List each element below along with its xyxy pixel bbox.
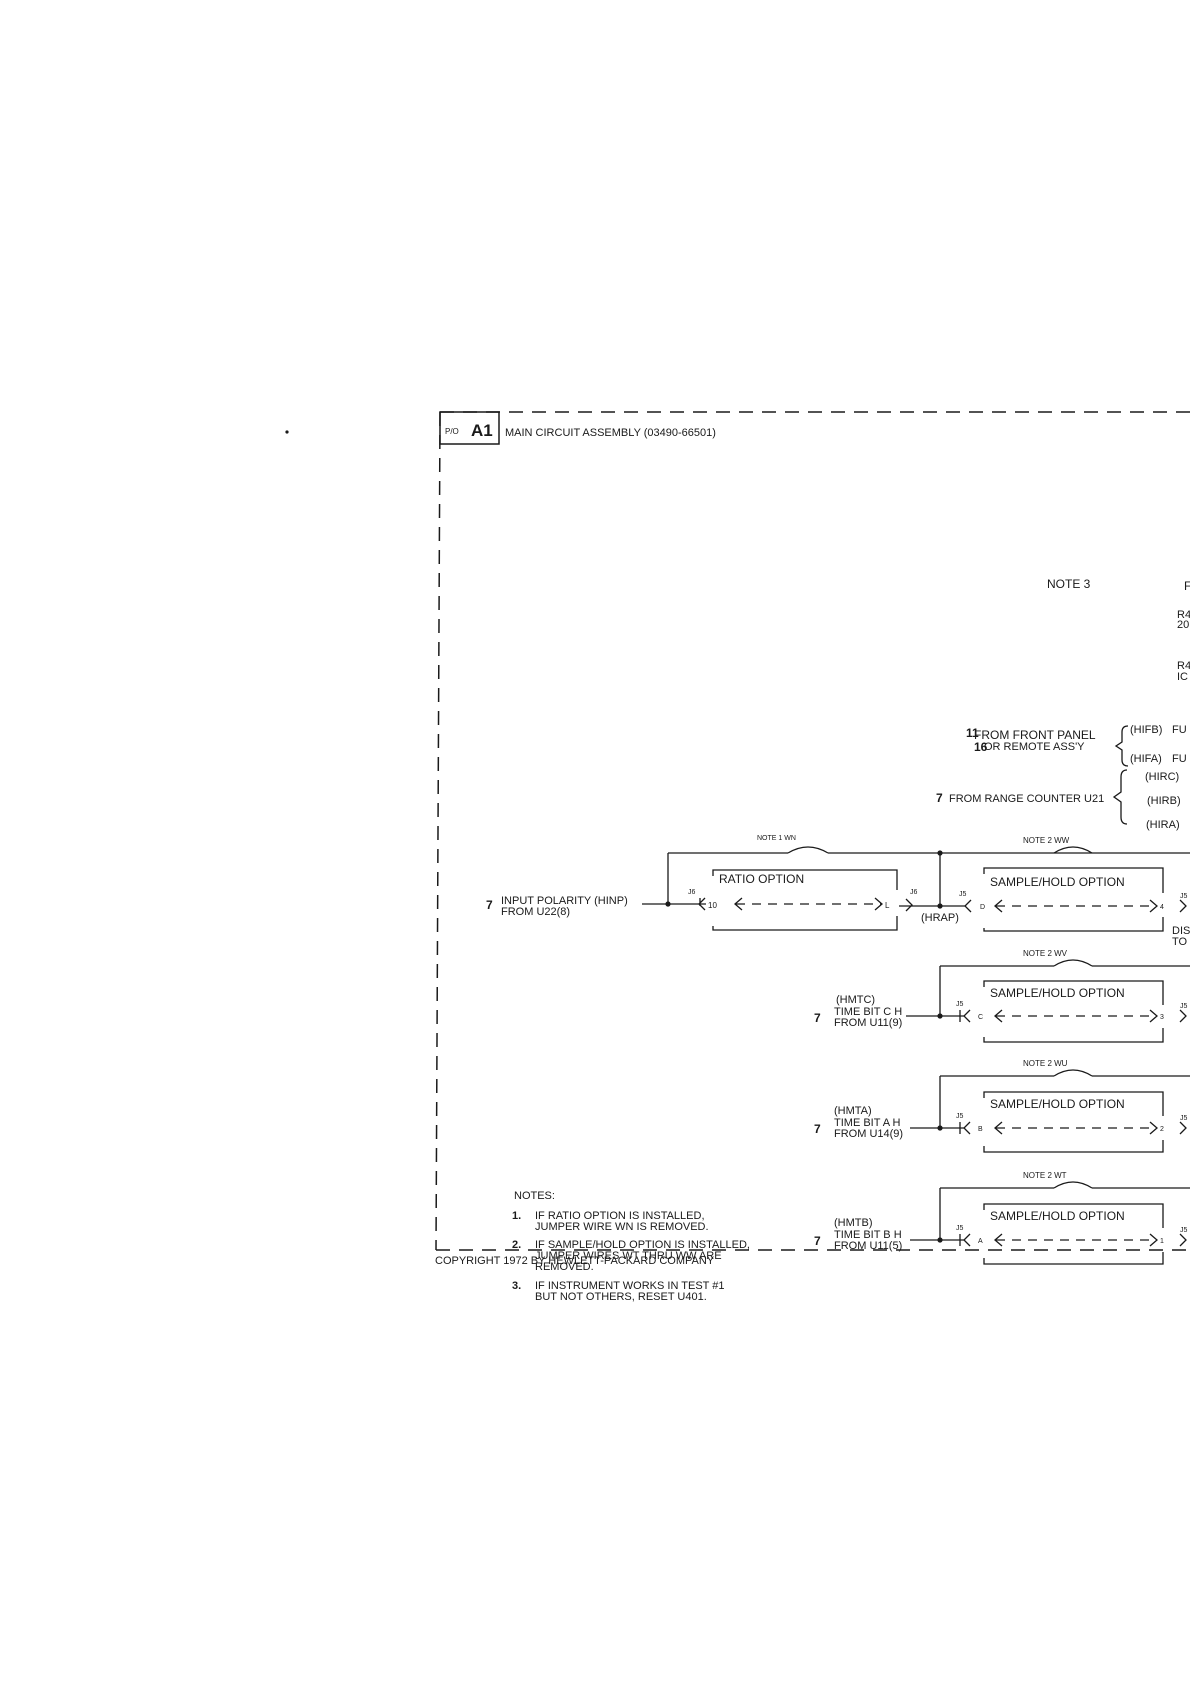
front-panel-line1: FROM FRONT PANEL	[974, 728, 1096, 742]
time-bit-b-sig: (HMTB)	[834, 1217, 873, 1229]
range-counter-sig3: (HIRA)	[1146, 819, 1180, 831]
jumper-wu-label: NOTE 2 WU	[1023, 1059, 1068, 1068]
input-polarity-sheet: 7	[486, 898, 493, 912]
junction-dot	[937, 1013, 943, 1019]
time-bit-c-row	[906, 959, 1190, 1043]
input-polarity-line1: INPUT POLARITY (HINP)	[501, 895, 628, 907]
front-panel-sheet-b: 16	[974, 740, 988, 754]
time-bit-c-sheet: 7	[814, 1011, 821, 1025]
clipped-j5-row4: J5	[1180, 1227, 1188, 1234]
note2-line3: REMOVED.	[535, 1261, 594, 1273]
range-counter-label: FROM RANGE COUNTER U21	[949, 793, 1104, 805]
time-bit-a-sheet: 7	[814, 1122, 821, 1136]
time-bit-b-line1: TIME BIT B H	[834, 1229, 902, 1241]
part-prefix: P/O	[445, 427, 459, 436]
junction-dot	[937, 1125, 943, 1131]
sh-conn-row1: J5	[959, 891, 967, 898]
junction-dot	[937, 903, 943, 909]
ratio-pin-out: L	[885, 901, 890, 910]
note2-line1: IF SAMPLE/HOLD OPTION IS INSTALLED,	[535, 1239, 750, 1251]
notes-block: NOTES: 1. IF RATIO OPTION IS INSTALLED, …	[512, 1190, 750, 1303]
note3-number: 3.	[512, 1280, 521, 1292]
sh-pin-in-row1: D	[980, 904, 985, 911]
ratio-option-label: RATIO OPTION	[719, 872, 804, 886]
input-polarity-line2: FROM U22(8)	[501, 906, 570, 918]
note3-line1: IF INSTRUMENT WORKS IN TEST #1	[535, 1280, 724, 1292]
jumper-wv-label: NOTE 2 WV	[1023, 949, 1068, 958]
range-counter-inputs: 7 FROM RANGE COUNTER U21 (HIRC) (HIRB) (…	[936, 769, 1181, 831]
front-panel-fu1: FU	[1172, 724, 1187, 736]
assembly-name: MAIN CIRCUIT ASSEMBLY (03490-66501)	[505, 427, 716, 439]
range-counter-sheet: 7	[936, 791, 943, 805]
front-panel-sig1: (HIFB)	[1130, 724, 1162, 736]
copyright: COPYRIGHT 1972 BY HEWLETT-PACKARD COMPAN…	[435, 1255, 715, 1267]
jumper-wt-label: NOTE 2 WT	[1023, 1171, 1067, 1180]
jumper-wn-label: NOTE 1 WN	[757, 835, 796, 842]
note3-line2: BUT NOT OTHERS, RESET U401.	[535, 1291, 707, 1303]
front-panel-sig2: (HIFA)	[1130, 753, 1162, 765]
sh-label-row2: SAMPLE/HOLD OPTION	[990, 986, 1125, 1000]
time-bit-b-row	[910, 1181, 1190, 1265]
jumper-ww-label: NOTE 2 WW	[1023, 836, 1070, 845]
junction-dot	[665, 901, 671, 907]
range-counter-sig2: (HIRB)	[1147, 795, 1181, 807]
sh-pin-out-row3: 2	[1160, 1126, 1164, 1133]
time-bit-a-line1: TIME BIT A H	[834, 1117, 900, 1129]
time-bit-b-line2: FROM U11(5)	[834, 1240, 902, 1252]
clipped-j5-row3: J5	[1180, 1115, 1188, 1122]
assembly-ref: A1	[471, 421, 493, 440]
sh-conn-row3: J5	[956, 1113, 964, 1120]
time-bit-c-sig: (HMTC)	[836, 994, 875, 1006]
time-bit-c-line1: TIME BIT C H	[834, 1006, 902, 1018]
note2-number: 2.	[512, 1239, 521, 1251]
sh-label-row3: SAMPLE/HOLD OPTION	[990, 1097, 1125, 1111]
clipped-r-mid-2: IC	[1177, 671, 1188, 683]
clipped-to: TO	[1172, 936, 1188, 948]
sh-pin-in-row2: C	[978, 1014, 983, 1021]
junction-dot	[937, 1237, 943, 1243]
time-bit-a-sig: (HMTA)	[834, 1105, 872, 1117]
ratio-conn-in: J6	[688, 889, 696, 896]
clipped-j5-row1: J5	[1180, 893, 1188, 900]
note1-line1: IF RATIO OPTION IS INSTALLED,	[535, 1210, 705, 1222]
range-counter-sig1: (HIRC)	[1145, 771, 1179, 783]
note2-line2: JUMPER WIRES WT THRU WW ARE	[535, 1250, 722, 1262]
sh-label-row1: SAMPLE/HOLD OPTION	[990, 875, 1125, 889]
time-bit-c-line2: FROM U11(9)	[834, 1017, 902, 1029]
note3-label: NOTE 3	[1047, 577, 1091, 591]
sh-pin-in-row3: B	[978, 1126, 983, 1133]
clipped-f: F	[1184, 579, 1190, 593]
assembly-border	[435, 411, 1190, 1251]
ratio-conn-out: J6	[910, 889, 918, 896]
sh-pin-out-row4: 1	[1160, 1238, 1164, 1245]
sh-pin-out-row2: 3	[1160, 1014, 1164, 1021]
clipped-r-mid-1: R4	[1177, 660, 1190, 672]
junction-dot	[937, 850, 943, 856]
front-panel-inputs: 11 FROM FRONT PANEL 16 OR REMOTE ASS'Y (…	[966, 724, 1187, 767]
sh-conn-row2: J5	[956, 1001, 964, 1008]
clipped-r-top-1: R4	[1177, 609, 1190, 621]
notes-heading: NOTES:	[514, 1190, 555, 1202]
title-block: P/O A1 MAIN CIRCUIT ASSEMBLY (03490-6650…	[439, 411, 716, 445]
ratio-pin-in: 10	[708, 901, 717, 910]
clipped-r-top-2: 20	[1177, 619, 1189, 631]
front-panel-fu2: FU	[1172, 753, 1187, 765]
note1-line2: JUMPER WIRE WN IS REMOVED.	[535, 1221, 709, 1233]
sh-pin-in-row4: A	[978, 1238, 983, 1245]
time-bit-a-line2: FROM U14(9)	[834, 1128, 903, 1140]
sh-label-row4: SAMPLE/HOLD OPTION	[990, 1209, 1125, 1223]
front-panel-sheet-a: 11	[966, 726, 979, 740]
time-bit-b-sheet: 7	[814, 1234, 821, 1248]
clipped-j5-row2: J5	[1180, 1003, 1188, 1010]
note1-number: 1.	[512, 1210, 521, 1222]
front-panel-line2: OR REMOTE ASS'Y	[984, 741, 1085, 753]
sh-pin-out-row1: 4	[1160, 904, 1164, 911]
sh-conn-row4: J5	[956, 1225, 964, 1232]
ratio-net-label: (HRAP)	[921, 912, 959, 924]
scan-speck	[285, 430, 289, 434]
time-bit-a-row	[910, 1069, 1190, 1153]
input-polarity-row	[642, 846, 1190, 932]
clipped-dis: DIS	[1172, 925, 1190, 937]
